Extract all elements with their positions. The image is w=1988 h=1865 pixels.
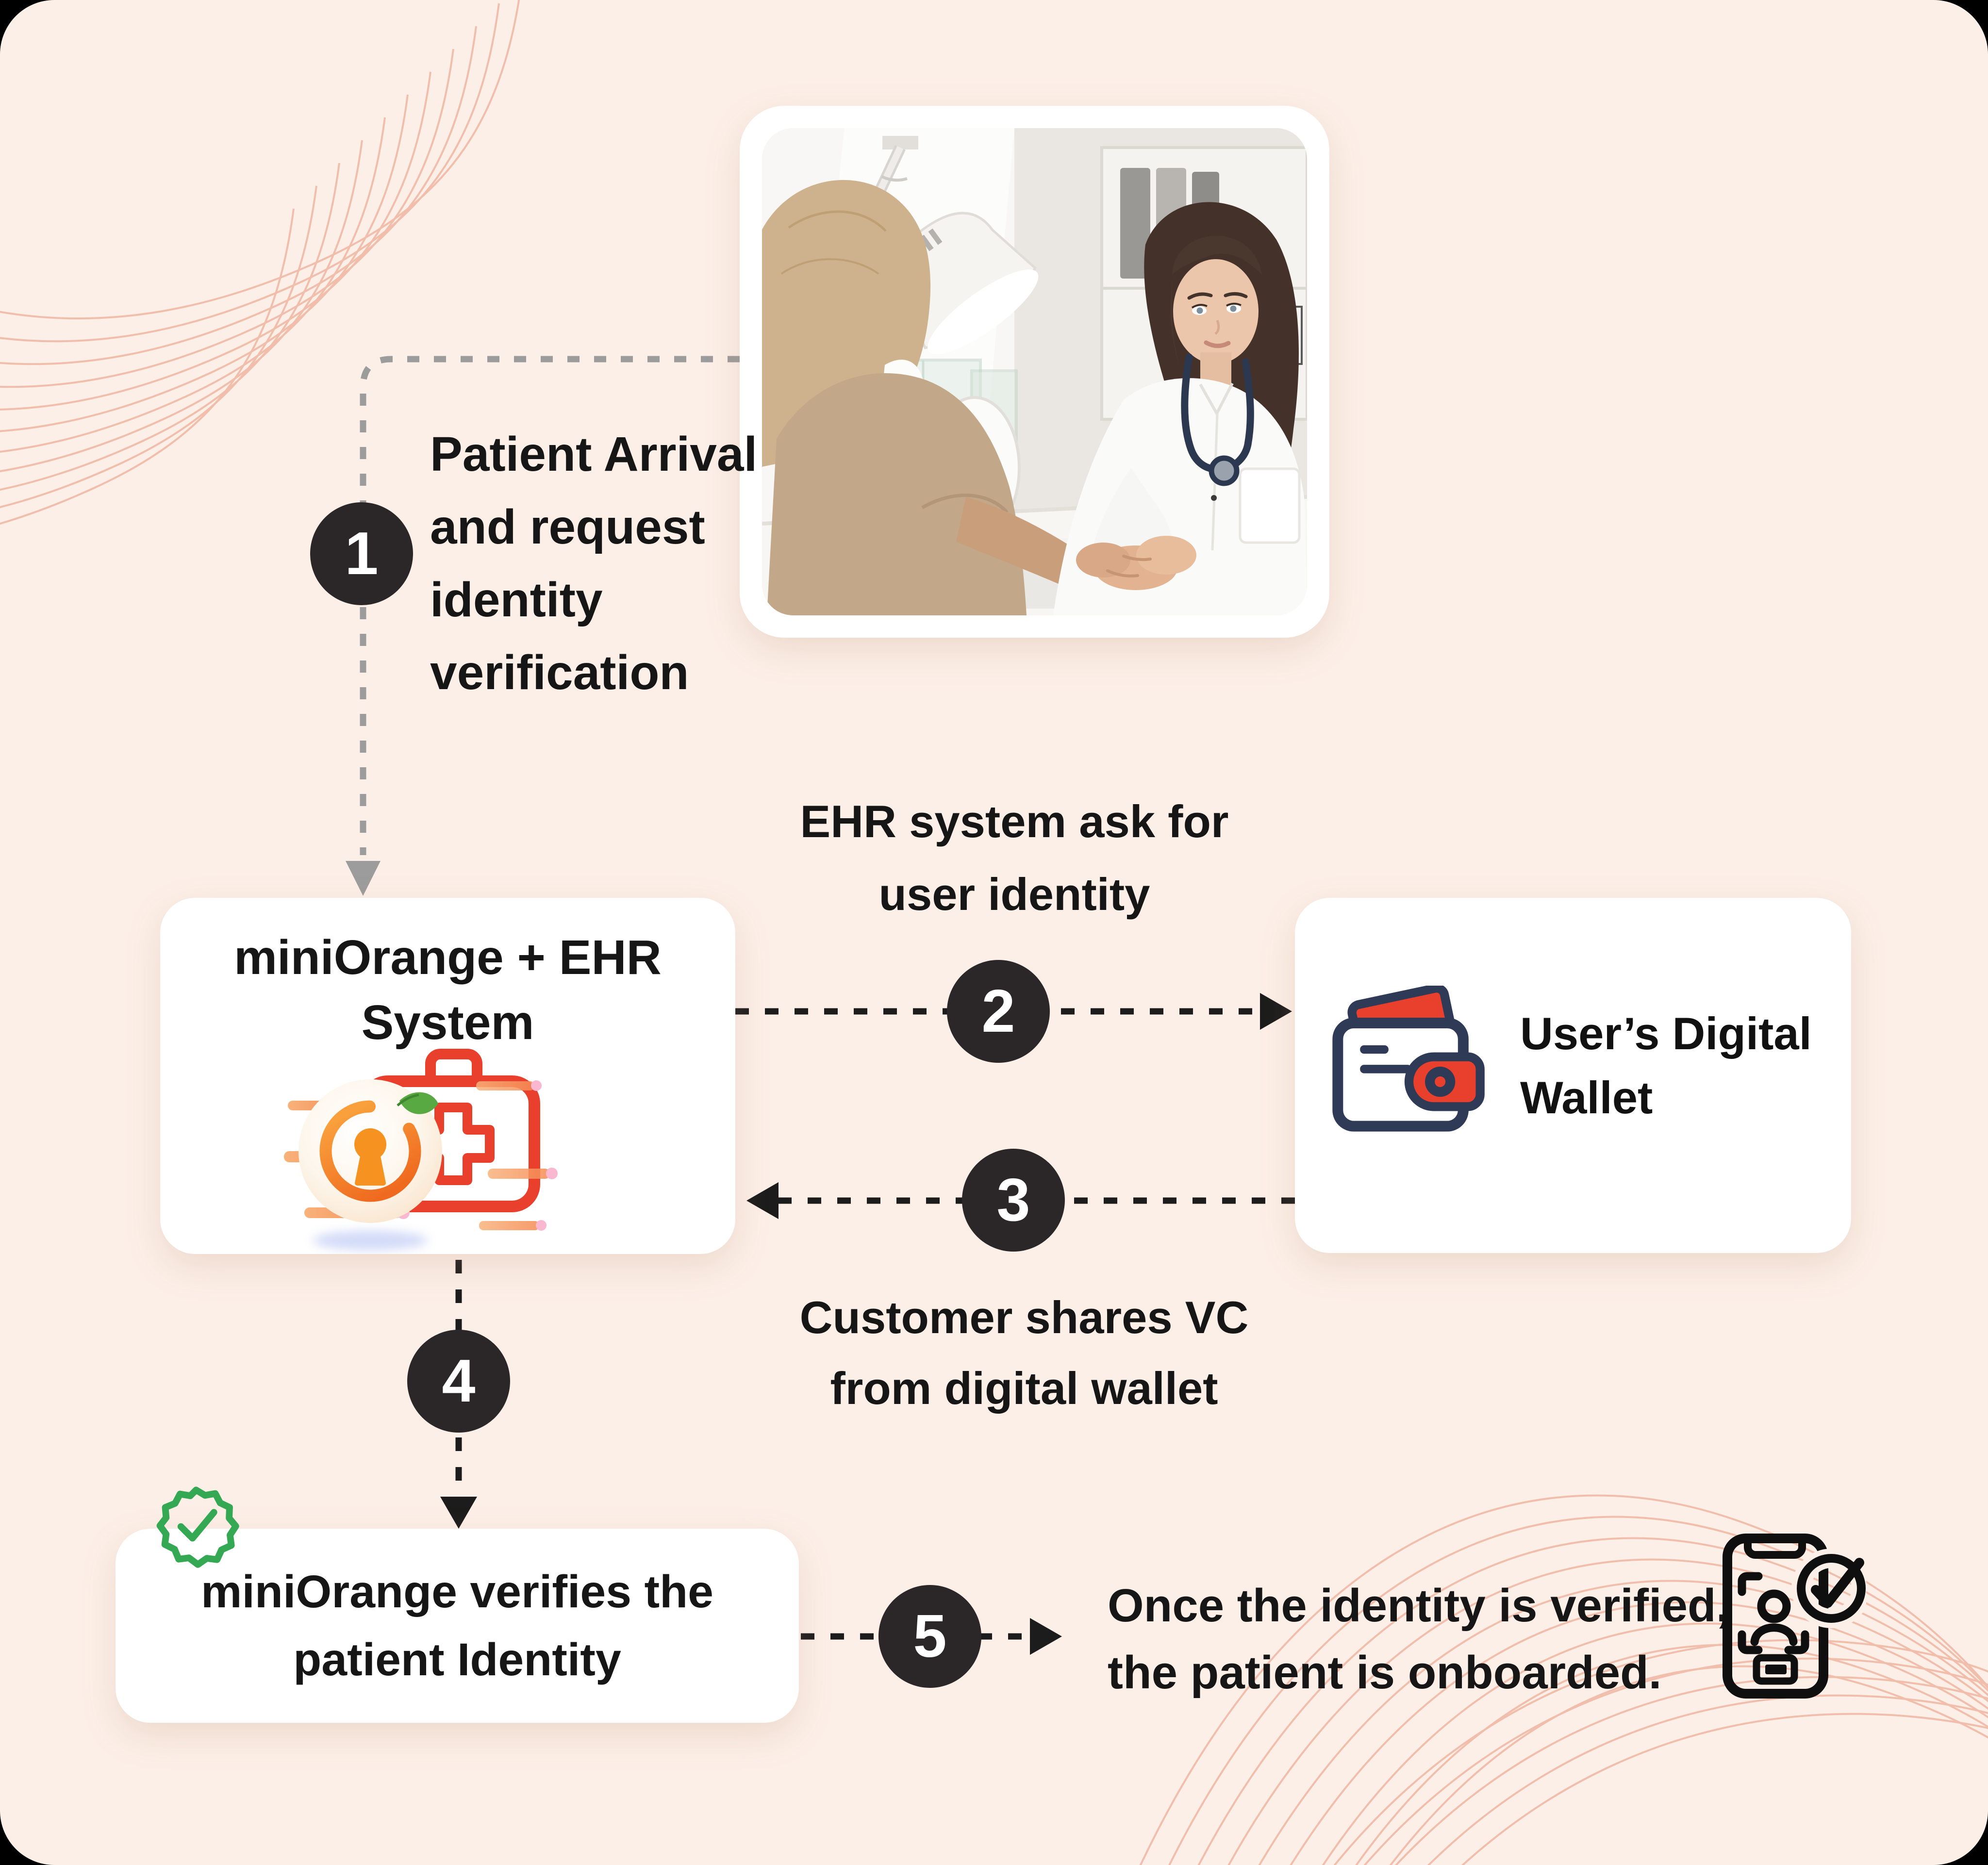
step1-line: verification xyxy=(430,645,689,700)
miniorange-ehr-system-box: miniOrange + EHR System xyxy=(160,898,735,1254)
step-circle-2: 2 xyxy=(947,960,1050,1063)
step2-label: EHR system ask for user identity xyxy=(757,785,1272,931)
step-number: 5 xyxy=(913,1603,947,1670)
step1-line: and request xyxy=(430,500,705,554)
step-circle-5: 5 xyxy=(878,1585,981,1688)
consultation-photo-card xyxy=(740,106,1329,638)
digital-wallet-icon xyxy=(1332,986,1485,1132)
step1-label: Patient Arrival and request identity ver… xyxy=(430,418,757,709)
step-circle-1: 1 xyxy=(310,502,413,605)
step3-label: Customer shares VC from digital wallet xyxy=(764,1282,1284,1424)
ehr-box-title: miniOrange + EHR System xyxy=(160,925,735,1055)
doctor-patient-consultation-photo xyxy=(762,128,1307,615)
ehr-box-title-line: System xyxy=(361,995,534,1050)
arrowhead-step-1 xyxy=(346,861,381,896)
step-number: 4 xyxy=(442,1348,476,1415)
step-circle-4: 4 xyxy=(407,1330,510,1433)
step3-line: from digital wallet xyxy=(830,1363,1218,1414)
step-circle-3: 3 xyxy=(962,1149,1065,1252)
ehr-box-title-line: miniOrange + EHR xyxy=(234,930,662,985)
step2-line: user identity xyxy=(878,869,1150,920)
step-number: 3 xyxy=(996,1167,1030,1234)
step-number: 1 xyxy=(345,520,379,587)
step5-label: Once the identity is verified, the patie… xyxy=(1108,1572,1729,1706)
step1-line: Patient Arrival xyxy=(430,427,758,481)
miniorange-logo-icon xyxy=(298,1079,442,1250)
step1-line: identity xyxy=(430,573,603,627)
users-digital-wallet-box: User’s Digital Wallet xyxy=(1295,898,1851,1253)
step3-line: Customer shares VC xyxy=(799,1292,1249,1343)
step5-line: Once the identity is verified, xyxy=(1108,1580,1729,1632)
step2-line: EHR system ask for xyxy=(800,796,1229,847)
verify-title-line: miniOrange verifies the xyxy=(201,1566,713,1617)
phone-identity-verified-icon xyxy=(1723,1534,1866,1699)
arrowhead-step-3 xyxy=(746,1182,779,1219)
wallet-title-line: Wallet xyxy=(1520,1072,1653,1123)
verify-box-title: miniOrange verifies the patient Identity xyxy=(201,1558,713,1694)
miniorange-verifies-box: miniOrange verifies the patient Identity xyxy=(116,1529,799,1723)
arrowhead-step-4 xyxy=(440,1497,477,1529)
arrowhead-step-5 xyxy=(1030,1618,1062,1655)
wallet-title-line: User’s Digital xyxy=(1520,1008,1812,1059)
step5-line: the patient is onboarded. xyxy=(1108,1647,1662,1699)
wallet-box-title: User’s Digital Wallet xyxy=(1520,1002,1812,1130)
verified-seal-check-icon xyxy=(156,1486,239,1568)
step-number: 2 xyxy=(981,978,1015,1045)
verify-title-line: patient Identity xyxy=(293,1634,621,1685)
arrowhead-step-2 xyxy=(1260,993,1292,1030)
medical-kit-miniorange-icon xyxy=(284,1049,558,1250)
